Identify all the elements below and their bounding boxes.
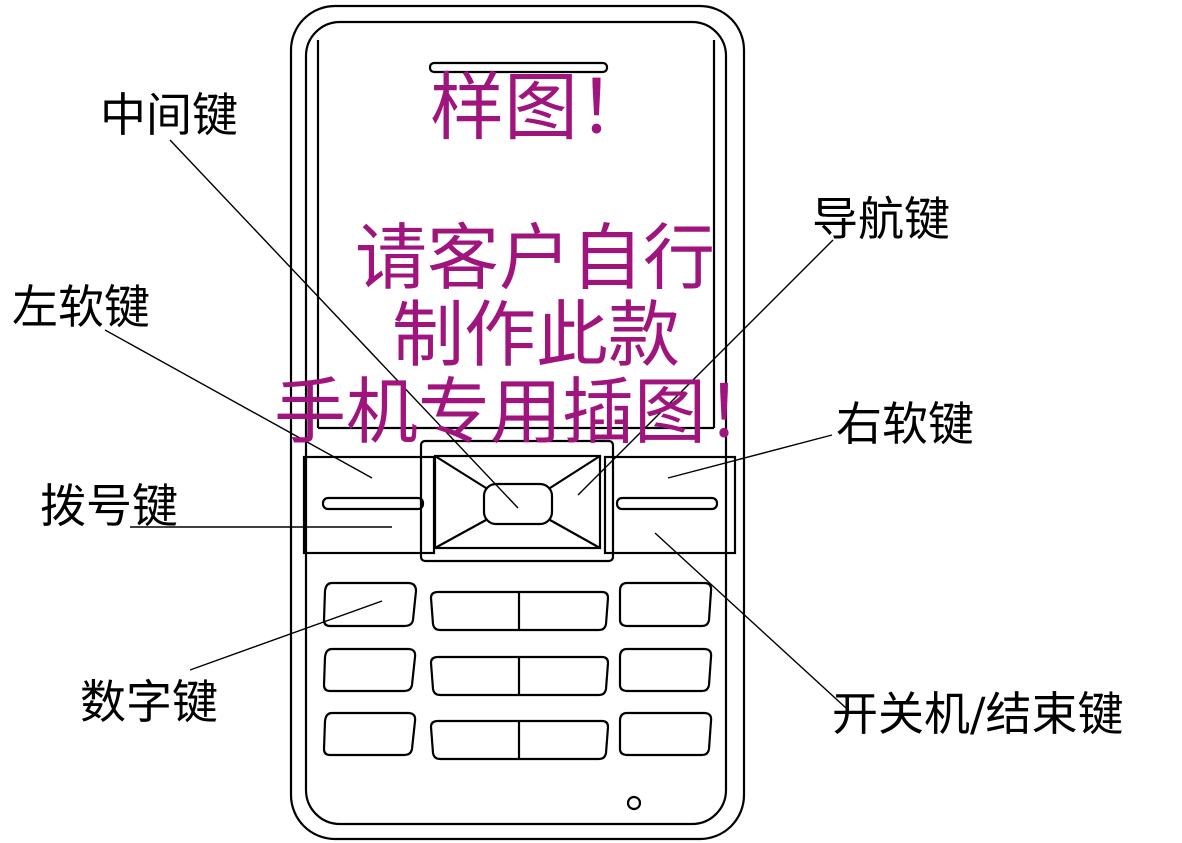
watermark-line2: 请客户自行 [355, 216, 715, 300]
leader-nav-key [577, 239, 834, 496]
leader-left-soft-key [104, 329, 373, 479]
left-soft-key[interactable] [321, 496, 425, 511]
watermark-line3: 制作此款 [392, 293, 680, 377]
phone-inner-bezel [304, 20, 728, 826]
number-key[interactable] [322, 647, 417, 693]
number-key[interactable] [322, 711, 417, 757]
microphone-hole [626, 795, 642, 811]
number-key[interactable] [429, 719, 610, 761]
label-dial-key: 拨号键 [40, 479, 178, 533]
number-key[interactable] [618, 711, 713, 757]
number-key[interactable] [429, 655, 610, 697]
label-right-soft-key: 右软键 [836, 397, 974, 451]
center-key[interactable] [482, 482, 554, 526]
nav-inner-frame [433, 454, 602, 550]
leader-number-keys [189, 600, 383, 671]
watermark-line4: 手机专用插图！ [274, 370, 778, 454]
label-number-keys: 数字键 [80, 675, 218, 729]
label-left-soft-key: 左软键 [12, 280, 150, 334]
number-key[interactable] [618, 647, 713, 693]
earpiece [428, 61, 609, 74]
leader-right-soft-key [667, 434, 833, 479]
right-key-panel [603, 455, 737, 555]
right-soft-key[interactable] [615, 496, 719, 511]
watermark-line1: 样图！ [430, 65, 652, 151]
leader-center-key [169, 139, 519, 509]
nav-outer-frame[interactable] [419, 439, 615, 563]
number-key[interactable] [618, 581, 713, 628]
leader-power-end-key [654, 532, 847, 709]
label-center-key: 中间键 [100, 88, 238, 142]
label-nav-key: 导航键 [812, 192, 950, 246]
label-power-end-key: 开关机/结束键 [832, 687, 1124, 741]
phone-outer-body [289, 4, 746, 841]
number-key[interactable] [322, 581, 418, 628]
number-key[interactable] [429, 590, 610, 632]
